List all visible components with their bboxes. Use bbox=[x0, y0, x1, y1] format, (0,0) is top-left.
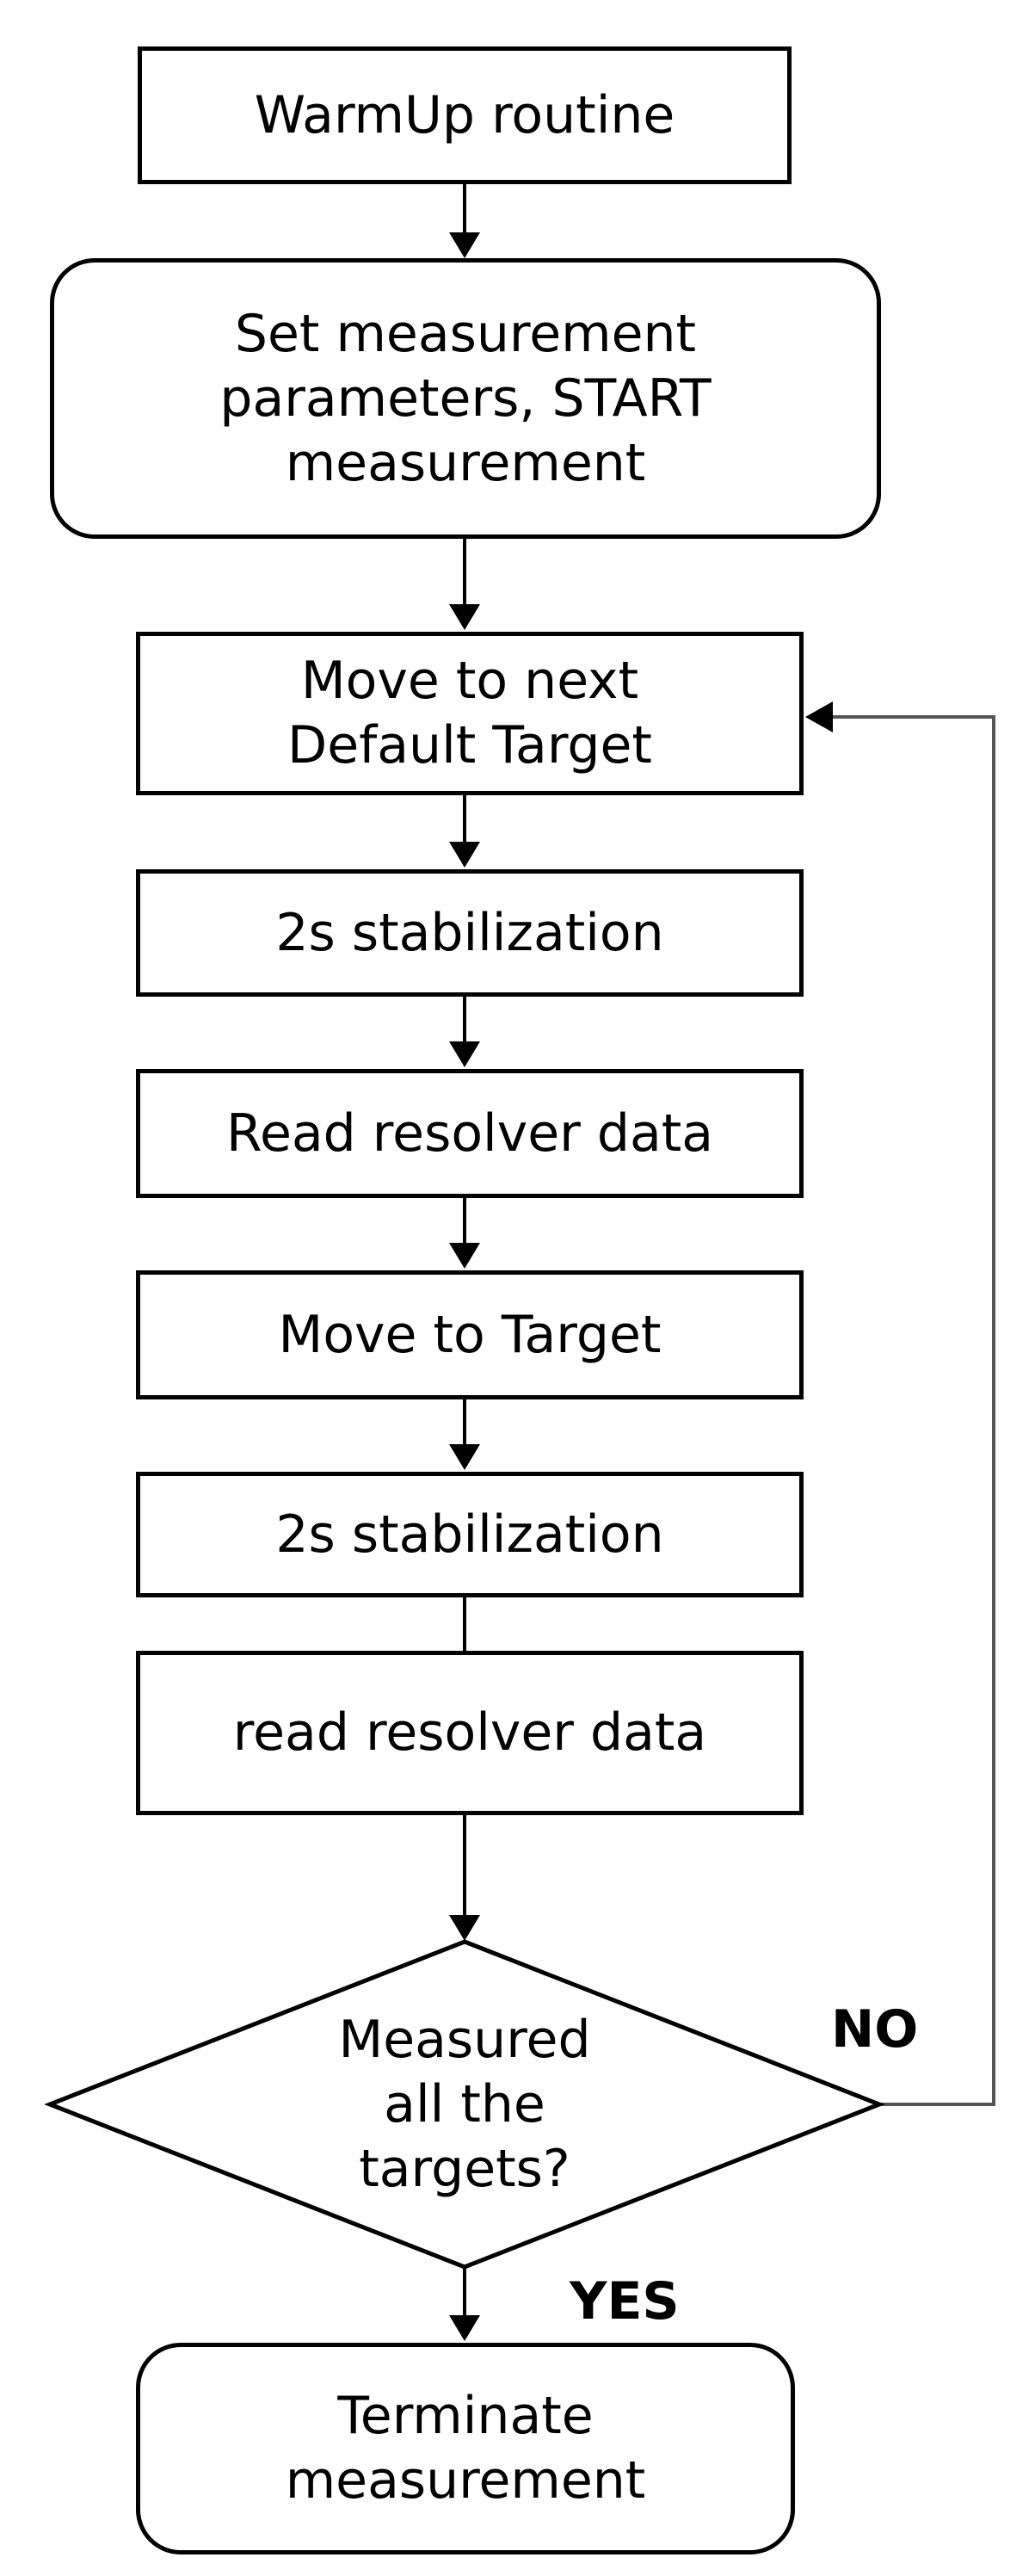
warmup-label: WarmUp routine bbox=[254, 84, 675, 145]
decision-text: Measured all the targets? bbox=[258, 1967, 671, 2242]
decision-label-line-3: targets? bbox=[359, 2138, 570, 2199]
terminate-box: Terminate measurement bbox=[136, 2343, 795, 2554]
move-target-box: Move to Target bbox=[136, 1270, 804, 1399]
read-resolver-2-label: read resolver data bbox=[232, 1702, 707, 1763]
arrow-move-default-to-stabilization-1 bbox=[449, 794, 480, 868]
stabilization-1-box: 2s stabilization bbox=[136, 869, 804, 997]
move-default-label-line-1: Move to next bbox=[300, 651, 639, 711]
set-params-label-line-1: Set measurement bbox=[234, 303, 697, 364]
stabilization-2-label: 2s stabilization bbox=[275, 1504, 664, 1565]
branch-label-no: NO bbox=[831, 1999, 919, 2060]
arrow-decision-to-terminate bbox=[449, 2259, 480, 2341]
set-params-label-line-3: measurement bbox=[285, 432, 646, 493]
move-default-label-line-2: Default Target bbox=[287, 715, 652, 775]
terminate-label-line-2: measurement bbox=[285, 2450, 646, 2511]
read-resolver-1-label: Read resolver data bbox=[225, 1103, 714, 1164]
move-target-label: Move to Target bbox=[278, 1304, 662, 1365]
stabilization-2-box: 2s stabilization bbox=[136, 1472, 804, 1597]
read-resolver-1-box: Read resolver data bbox=[136, 1069, 804, 1198]
set-params-label-line-2: parameters, START bbox=[219, 368, 712, 429]
decision-label-line-1: Measured bbox=[338, 2009, 591, 2070]
stabilization-1-label: 2s stabilization bbox=[275, 902, 664, 963]
warmup-box: WarmUp routine bbox=[138, 46, 792, 184]
arrow-set-params-to-move-default bbox=[449, 538, 480, 630]
arrow-read-resolver-2-to-decision bbox=[449, 1814, 480, 1941]
move-default-target-box: Move to next Default Target bbox=[136, 632, 804, 795]
decision-diamond bbox=[44, 1939, 885, 2270]
read-resolver-2-box: read resolver data bbox=[136, 1651, 804, 1815]
set-params-box: Set measurement parameters, START measur… bbox=[50, 258, 881, 539]
arrow-warmup-to-set-params bbox=[449, 182, 480, 258]
terminate-label-line-1: Terminate bbox=[337, 2386, 594, 2446]
branch-label-yes: YES bbox=[570, 2271, 680, 2332]
arrow-read-resolver-1-to-move-target bbox=[449, 1197, 480, 1269]
arrow-move-target-to-stabilization-2 bbox=[449, 1399, 480, 1470]
loop-no-to-move-default bbox=[805, 701, 995, 2106]
decision-label-line-2: all the bbox=[384, 2073, 545, 2134]
arrow-stabilization-1-to-read-resolver-1 bbox=[449, 996, 480, 1067]
